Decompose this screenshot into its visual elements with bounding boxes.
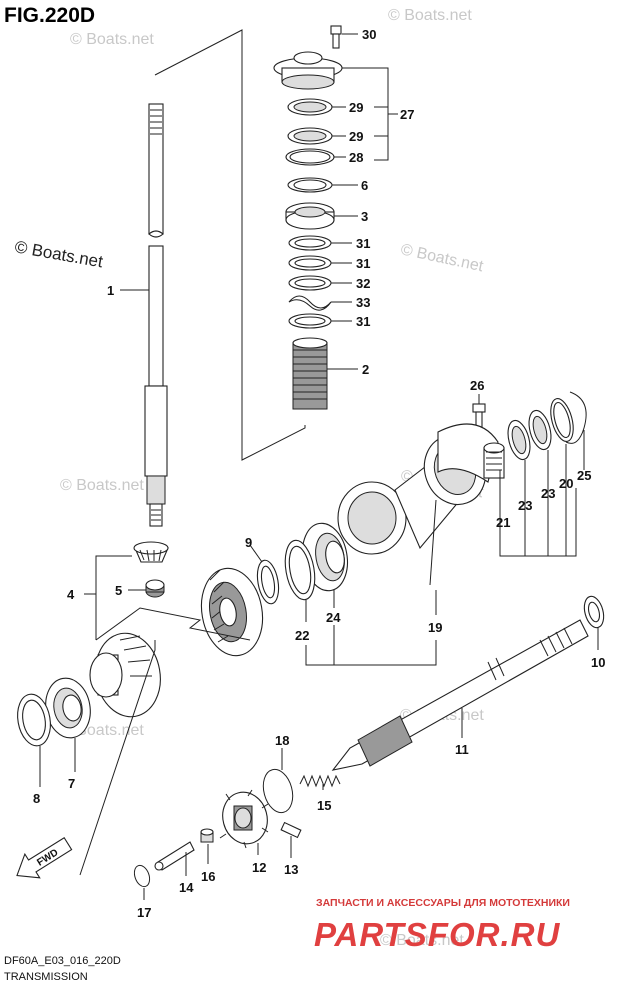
callout-22: 22: [295, 628, 309, 643]
seal-23-a[interactable]: [504, 418, 534, 462]
shim-32[interactable]: [288, 275, 332, 291]
spring-15[interactable]: [299, 774, 341, 788]
watermark: © Boats.net: [380, 932, 464, 949]
bearing-housing-27[interactable]: [273, 51, 343, 90]
watermark: © Boats.net: [399, 241, 485, 275]
callout-23a: 23: [518, 498, 532, 513]
washer-10[interactable]: [581, 594, 607, 630]
group-bracket: [154, 29, 306, 461]
callout-27: 27: [400, 107, 414, 122]
shim-9[interactable]: [254, 559, 281, 606]
bearing-3[interactable]: [285, 202, 335, 230]
bevel-gear-reverse[interactable]: [89, 628, 167, 722]
callout-7: 7: [68, 776, 75, 791]
callout-5: 5: [115, 583, 122, 598]
callout-26: 26: [470, 378, 484, 393]
callout-8: 8: [33, 791, 40, 806]
shim-6[interactable]: [287, 177, 333, 193]
shaft-housing-19[interactable]: [337, 423, 499, 555]
shift-slider-14[interactable]: [154, 841, 195, 871]
callout-13: 13: [284, 862, 298, 877]
callout-15: 15: [317, 798, 331, 813]
shop-tagline: ЗАПЧАСТИ И АКСЕССУАРЫ ДЛЯ МОТОТЕХНИКИ: [316, 897, 570, 909]
figure-title: FIG.220D: [4, 4, 95, 27]
ring-17[interactable]: [132, 863, 153, 888]
callout-31b: 31: [356, 256, 370, 271]
shop-logo: PARTSFOR.RU: [314, 916, 560, 953]
callout-24: 24: [326, 610, 341, 625]
callout-3: 3: [361, 209, 368, 224]
shim-8[interactable]: [14, 692, 55, 749]
callout-29a: 29: [349, 100, 363, 115]
callout-9: 9: [245, 535, 252, 550]
callout-6: 6: [361, 178, 368, 193]
fwd-arrow-icon: FWD: [16, 836, 73, 879]
callout-17: 17: [137, 905, 151, 920]
callout-19: 19: [428, 620, 442, 635]
watermark-dark: © Boats.net: [13, 237, 104, 271]
spring-ring-18[interactable]: [259, 766, 297, 816]
drive-shaft[interactable]: [144, 103, 168, 527]
circlip-25[interactable]: [565, 391, 587, 444]
shim-22[interactable]: [281, 538, 319, 602]
callout-31a: 31: [356, 236, 370, 251]
propeller-shaft-11[interactable]: [331, 619, 589, 771]
shim-31-a[interactable]: [288, 235, 332, 251]
bearing-29-upper[interactable]: [287, 98, 333, 116]
callout-23b: 23: [541, 486, 555, 501]
callout-29b: 29: [349, 129, 363, 144]
sleeve-2[interactable]: [292, 337, 328, 410]
pin-13[interactable]: [280, 821, 302, 839]
watermark: © Boats.net: [70, 31, 154, 48]
callout-1: 1: [107, 283, 114, 298]
clutch-dog-12[interactable]: [217, 787, 273, 849]
callout-32: 32: [356, 276, 370, 291]
callout-20: 20: [559, 476, 573, 491]
callout-21: 21: [496, 515, 510, 530]
nut-5[interactable]: [145, 579, 165, 598]
wave-washer-33[interactable]: [288, 295, 332, 311]
callout-25: 25: [577, 468, 591, 483]
o-ring-20[interactable]: [547, 396, 578, 444]
bevel-gear-forward[interactable]: [195, 563, 269, 660]
watermark: © Boats.net: [60, 477, 144, 494]
callout-12: 12: [252, 860, 266, 875]
callout-11: 11: [455, 742, 469, 757]
callout-14: 14: [179, 880, 194, 895]
callout-18: 18: [275, 733, 289, 748]
bolt-30[interactable]: [330, 25, 342, 49]
callout-30: 30: [362, 27, 376, 42]
callout-4: 4: [67, 587, 75, 602]
callout-10: 10: [591, 655, 605, 670]
bearing-21[interactable]: [483, 442, 505, 479]
section-name: TRANSMISSION: [4, 971, 88, 983]
callout-16: 16: [201, 869, 215, 884]
pinion-gear-4[interactable]: [133, 541, 169, 563]
o-ring-28[interactable]: [285, 148, 335, 166]
bearing-29-lower[interactable]: [287, 127, 333, 145]
callout-28: 28: [349, 150, 363, 165]
seal-23-b[interactable]: [525, 408, 555, 452]
shim-31-c[interactable]: [288, 313, 332, 329]
shim-31-b[interactable]: [288, 255, 332, 271]
bearing-7[interactable]: [41, 675, 95, 742]
callout-33: 33: [356, 295, 370, 310]
detent-16[interactable]: [200, 828, 214, 843]
callout-2: 2: [362, 362, 369, 377]
diagram-code: DF60A_E03_016_220D: [4, 955, 121, 967]
watermark: © Boats.net: [388, 7, 472, 24]
callout-31c: 31: [356, 314, 370, 329]
